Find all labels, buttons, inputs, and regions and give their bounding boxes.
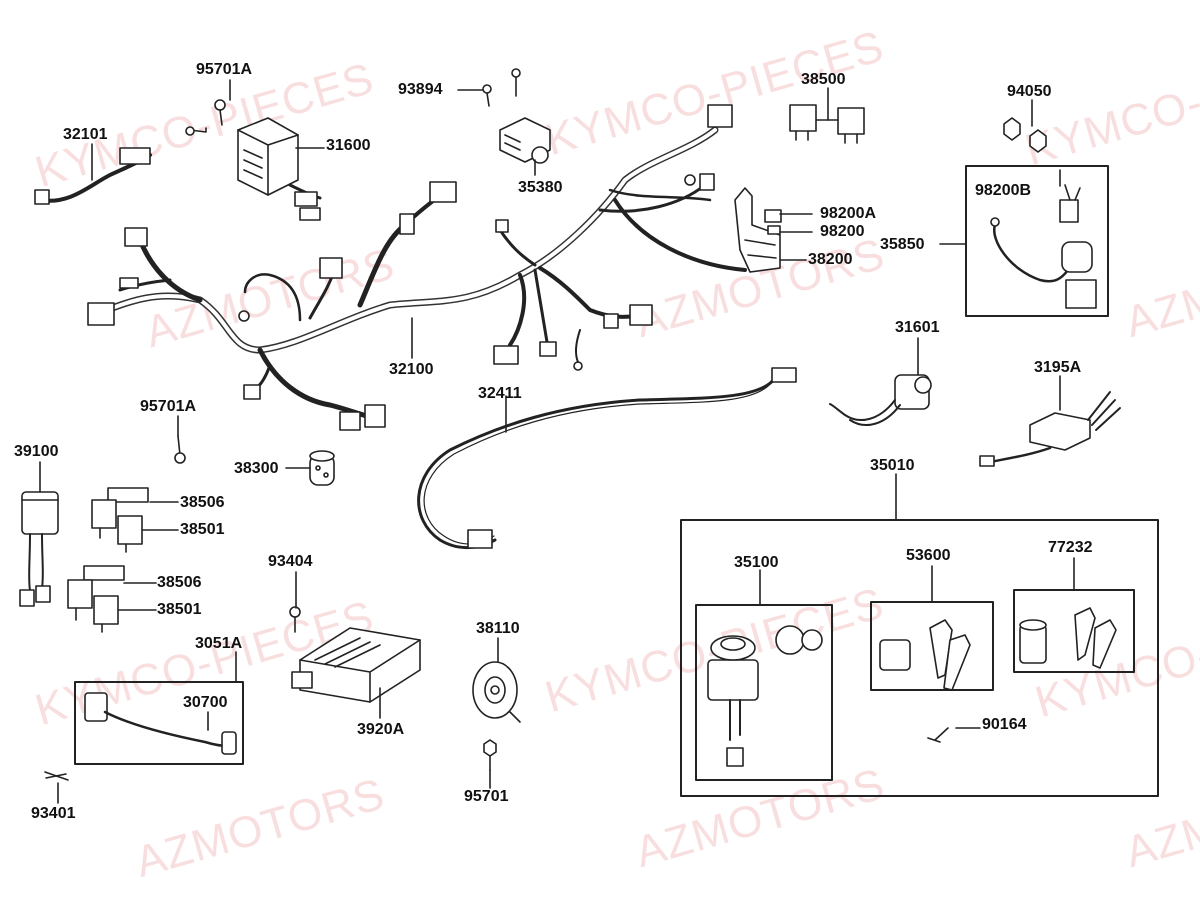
label-31600: 31600	[326, 137, 371, 154]
label-95701A-mid: 95701A	[140, 398, 197, 415]
label-38300: 38300	[234, 460, 279, 477]
module-39100	[19, 491, 59, 607]
regulator-31600	[237, 117, 322, 221]
label-38506-lower: 38506	[157, 574, 202, 591]
screw-95701A-mid	[174, 435, 186, 464]
label-3920A: 3920A	[357, 721, 405, 738]
label-35100: 35100	[734, 554, 779, 571]
sensor-35380	[499, 117, 551, 164]
starter-relay-35850	[965, 165, 1109, 317]
unit-3195A	[979, 391, 1121, 467]
label-38500: 38500	[801, 71, 846, 88]
label-35010: 35010	[870, 457, 915, 474]
label-90164: 90164	[982, 716, 1027, 733]
bolt-95701	[483, 739, 497, 771]
label-93404: 93404	[268, 553, 313, 570]
fuse-box-38200	[734, 187, 782, 273]
relays-38506-38501-upper	[91, 487, 149, 553]
label-93894: 93894	[398, 81, 443, 98]
label-93401: 93401	[31, 805, 76, 822]
label-95701A-top: 95701A	[196, 61, 253, 78]
screws-93894	[482, 68, 521, 107]
ecu-3920A	[291, 627, 421, 703]
label-38501-lower: 38501	[157, 601, 202, 618]
label-94050: 94050	[1007, 83, 1052, 100]
label-98200: 98200	[820, 223, 865, 240]
wiring-harness-32100	[87, 104, 747, 431]
relays-38500	[789, 104, 865, 144]
label-32100: 32100	[389, 361, 434, 378]
label-38200: 38200	[808, 251, 853, 268]
label-98200B: 98200B	[975, 182, 1032, 199]
screw-93404	[289, 606, 301, 633]
label-98200A: 98200A	[820, 205, 877, 222]
screw-95701A	[185, 99, 226, 136]
label-32101: 32101	[63, 126, 108, 143]
cable-32411	[417, 367, 797, 549]
label-95701: 95701	[464, 788, 509, 805]
label-35850: 35850	[880, 236, 925, 253]
label-38506-upper: 38506	[180, 494, 225, 511]
label-30700: 30700	[183, 694, 228, 711]
label-32411: 32411	[478, 385, 522, 402]
label-77232: 77232	[1048, 539, 1093, 556]
label-3051A: 3051A	[195, 635, 243, 652]
label-31601: 31601	[895, 319, 940, 336]
switch-31601	[829, 374, 932, 426]
label-3195A: 3195A	[1034, 359, 1082, 376]
label-53600: 53600	[906, 547, 951, 564]
label-38501-upper: 38501	[180, 521, 225, 538]
flasher-38300	[309, 450, 335, 486]
key-set-35010	[680, 519, 1159, 797]
label-38110: 38110	[476, 620, 520, 637]
label-35380: 35380	[518, 179, 563, 196]
horn-38110	[472, 661, 521, 723]
nut-94050	[1003, 117, 1047, 153]
label-39100: 39100	[14, 443, 59, 460]
sub-harness-32101	[34, 147, 152, 205]
pin-93401	[44, 771, 69, 781]
leader-lines	[39, 79, 1075, 804]
sensor-kit-3051A	[74, 681, 244, 765]
relays-38506-38501-lower	[67, 565, 125, 633]
